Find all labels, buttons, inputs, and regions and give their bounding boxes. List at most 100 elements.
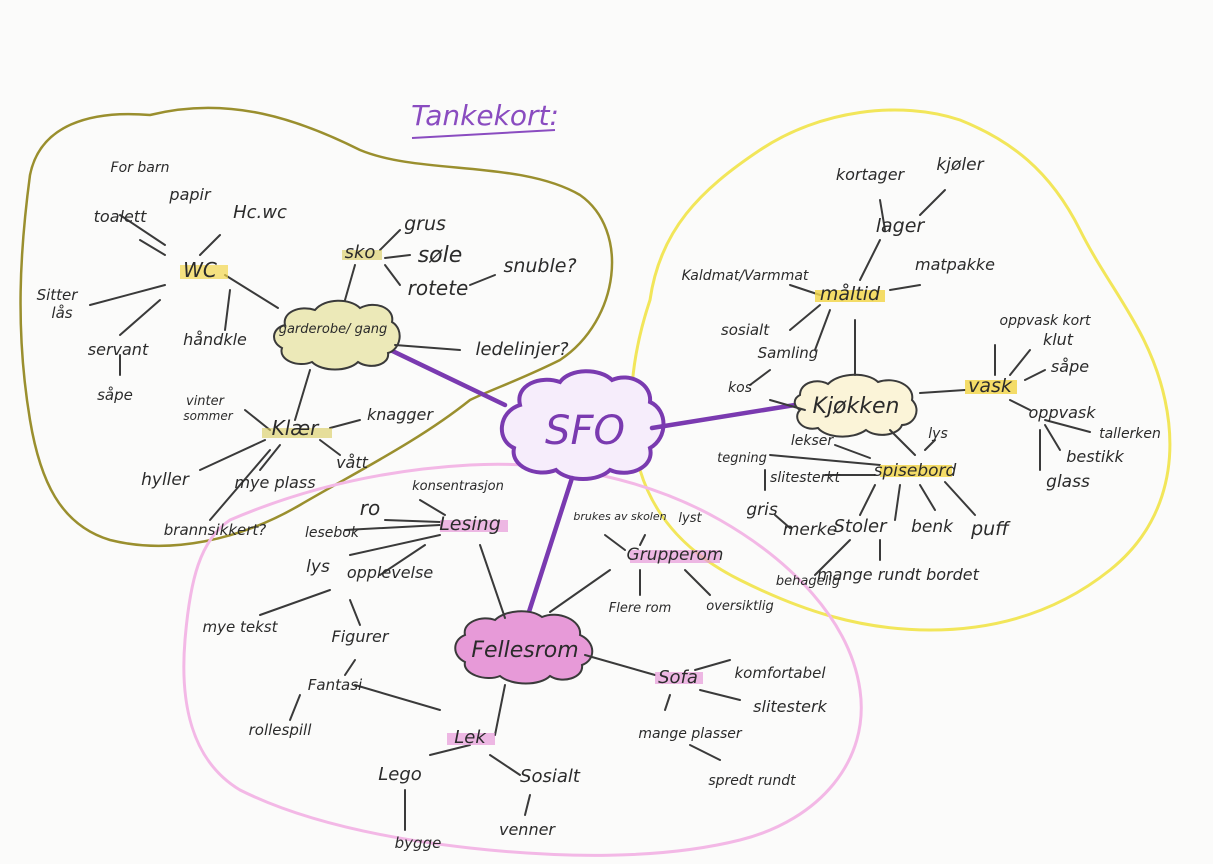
kos-label: kos [728, 380, 752, 396]
connector-kjokken [649, 402, 798, 431]
grupperom-label: Grupperom [627, 545, 724, 565]
map-title: Tankekort: [411, 99, 559, 132]
klut-label: klut [1043, 330, 1074, 349]
mye-plass-label: mye plass [234, 473, 315, 492]
fellesrom-hub-label: Fellesrom [471, 638, 578, 663]
lesing-label: Lesing [439, 513, 501, 535]
oppvask-label: oppvask [1029, 403, 1097, 422]
lesing-highlight [440, 520, 508, 532]
kjokken-cloud [793, 373, 918, 438]
sole-label: søle [418, 243, 463, 268]
sosialt-f-label: Sosialt [520, 766, 581, 787]
maltid-highlight [815, 290, 885, 302]
komfortabel-label: komfortabel [734, 664, 826, 682]
mange-plasser-label: mange plasser [638, 726, 743, 742]
opplevelse-label: opplevelse [347, 563, 433, 582]
spisebord-highlight [880, 465, 952, 477]
fellesrom-cloud [454, 610, 594, 685]
brannsikkert-label: brannsikkert? [164, 521, 267, 539]
lekser-label: lekser [791, 433, 835, 449]
sfo-cloud [499, 369, 666, 481]
spisebord-label: spisebord [874, 461, 957, 481]
lek-label: Lek [454, 727, 487, 748]
samling-label: Samling [758, 344, 819, 362]
figurer-label: Figurer [332, 627, 390, 646]
brukes-label: brukes av skolen [573, 510, 666, 523]
vask-highlight [965, 380, 1017, 394]
grus-label: grus [404, 213, 446, 235]
hyller-label: hyller [141, 470, 190, 490]
bygge-label: bygge [395, 834, 442, 852]
behagelig-label: behagelig [776, 574, 840, 589]
garderobe-cloud [273, 299, 401, 371]
kjokken-hub-label: Kjøkken [813, 394, 900, 419]
sape-g-label: såpe [97, 386, 133, 404]
tegning-label: tegning [717, 451, 767, 466]
spredt-label: spredt rundt [708, 773, 796, 789]
rollespill-label: rollespill [249, 721, 313, 739]
maltid-label: måltid [820, 282, 881, 305]
stoler-label: Stoler [834, 516, 889, 537]
lek-highlight [447, 733, 495, 745]
klaer-label: Klær [272, 416, 321, 440]
garderobe-region-outline [19, 106, 614, 548]
mange-rundt-label: mange rundt bordet [817, 565, 980, 584]
kaldmat-label: Kaldmat/Varmmat [682, 268, 809, 284]
gris-label: gris [746, 500, 778, 520]
wc-label: WC [183, 258, 217, 282]
vinter-label: vinter [186, 394, 226, 409]
snuble-label: snuble? [503, 255, 576, 277]
wc-highlight [180, 265, 228, 279]
kjokken-region-outline [629, 108, 1172, 632]
sko-highlight [342, 250, 382, 260]
oppvaskkort-label: oppvask kort [1000, 313, 1091, 329]
slitesterkt-label: slitesterkt [770, 470, 840, 486]
konsentrasjon-label: konsentrasjon [412, 479, 504, 494]
sape-k-label: såpe [1051, 357, 1089, 376]
fantasi-label: Fantasi [308, 676, 363, 694]
venner-label: venner [499, 820, 556, 839]
matpakke-label: matpakke [915, 255, 995, 274]
klaer-highlight [262, 428, 332, 438]
sko-label: sko [345, 242, 376, 263]
oversiktlig-label: oversiktlig [706, 599, 773, 614]
toalett-label: toalett [94, 207, 147, 226]
grupperom-highlight [630, 550, 720, 563]
vatt-label: vått [336, 453, 369, 472]
las-label: lås [51, 304, 72, 322]
knagger-label: knagger [367, 405, 434, 424]
vask-label: vask [968, 375, 1013, 397]
center-label: SFO [545, 408, 625, 454]
rotete-label: rotete [408, 276, 469, 300]
connector-garderobe [377, 342, 508, 408]
ledelinjer-label: ledelinjer? [475, 339, 568, 360]
flere-rom-label: Flere rom [609, 601, 672, 616]
lego-label: Lego [378, 764, 422, 785]
title-underline [411, 129, 556, 139]
lesebok-label: lesebok [305, 525, 360, 541]
forbarn-label: For barn [111, 160, 170, 176]
kortager-label: kortager [836, 165, 906, 184]
hcwc-label: Hc.wc [233, 202, 287, 223]
mye-tekst-label: mye tekst [203, 618, 279, 636]
merke-label: merke [783, 520, 837, 540]
lys-k-label: lys [928, 426, 947, 442]
glass-label: glass [1046, 472, 1090, 492]
sofa-highlight [655, 672, 703, 684]
sofa-label: Sofa [658, 667, 698, 688]
connector-fellesrom [524, 475, 575, 621]
kjoleskap-label: kjøler [936, 155, 984, 175]
sitter-label: Sitter [37, 286, 79, 304]
sosialt-k-label: sosialt [721, 321, 770, 339]
handkle-label: håndkle [183, 330, 247, 349]
sommer-label: sommer [183, 409, 233, 423]
servant-label: servant [88, 340, 149, 359]
ro-label: ro [360, 496, 380, 520]
puff-label: puff [970, 518, 1011, 540]
tallerken-label: tallerken [1099, 426, 1161, 442]
lyst-label: lyst [678, 511, 702, 526]
benk-label: benk [911, 517, 954, 537]
papir-label: papir [168, 185, 212, 204]
